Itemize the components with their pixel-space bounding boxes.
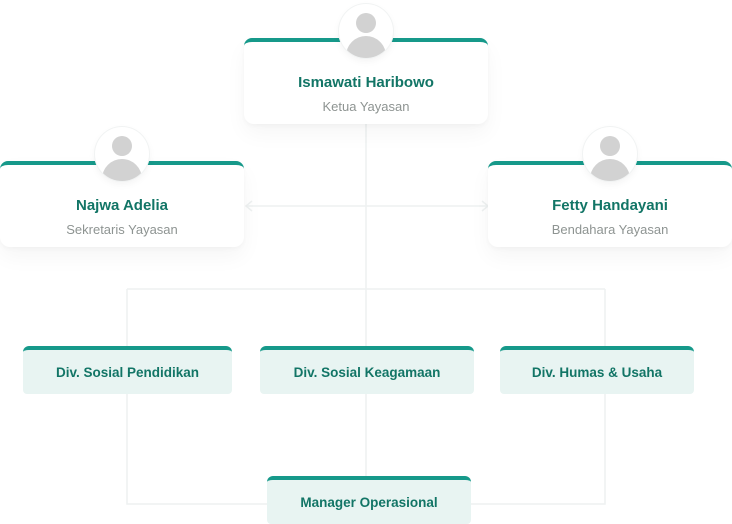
user-avatar-icon (95, 127, 149, 181)
bendahara-role: Bendahara Yayasan (551, 222, 669, 237)
connector-div-1-to-manager (126, 394, 268, 505)
bendahara-name: Fetty Handayani (552, 197, 668, 214)
division-sosial-pendidikan: Div. Sosial Pendidikan (23, 346, 232, 394)
user-avatar-icon (339, 4, 393, 58)
ketua-name: Ismawati Haribowo (298, 74, 434, 91)
arrowhead-left (244, 200, 253, 212)
bendahara-card: Fetty Handayani Bendahara Yayasan (488, 127, 732, 247)
division-humas-usaha: Div. Humas & Usaha (500, 346, 694, 394)
manager-operasional-box: Manager Operasional (267, 476, 471, 524)
ketua-card: Ismawati Haribowo Ketua Yayasan (244, 4, 488, 124)
sekretaris-card: Najwa Adelia Sekretaris Yayasan (0, 127, 244, 247)
division-sosial-keagamaan: Div. Sosial Keagamaan (260, 346, 474, 394)
sekretaris-name: Najwa Adelia (76, 197, 168, 214)
sekretaris-role: Sekretaris Yayasan (66, 222, 178, 237)
ketua-role: Ketua Yayasan (322, 99, 410, 114)
connector-div-3-to-manager (470, 394, 606, 505)
user-avatar-icon (583, 127, 637, 181)
